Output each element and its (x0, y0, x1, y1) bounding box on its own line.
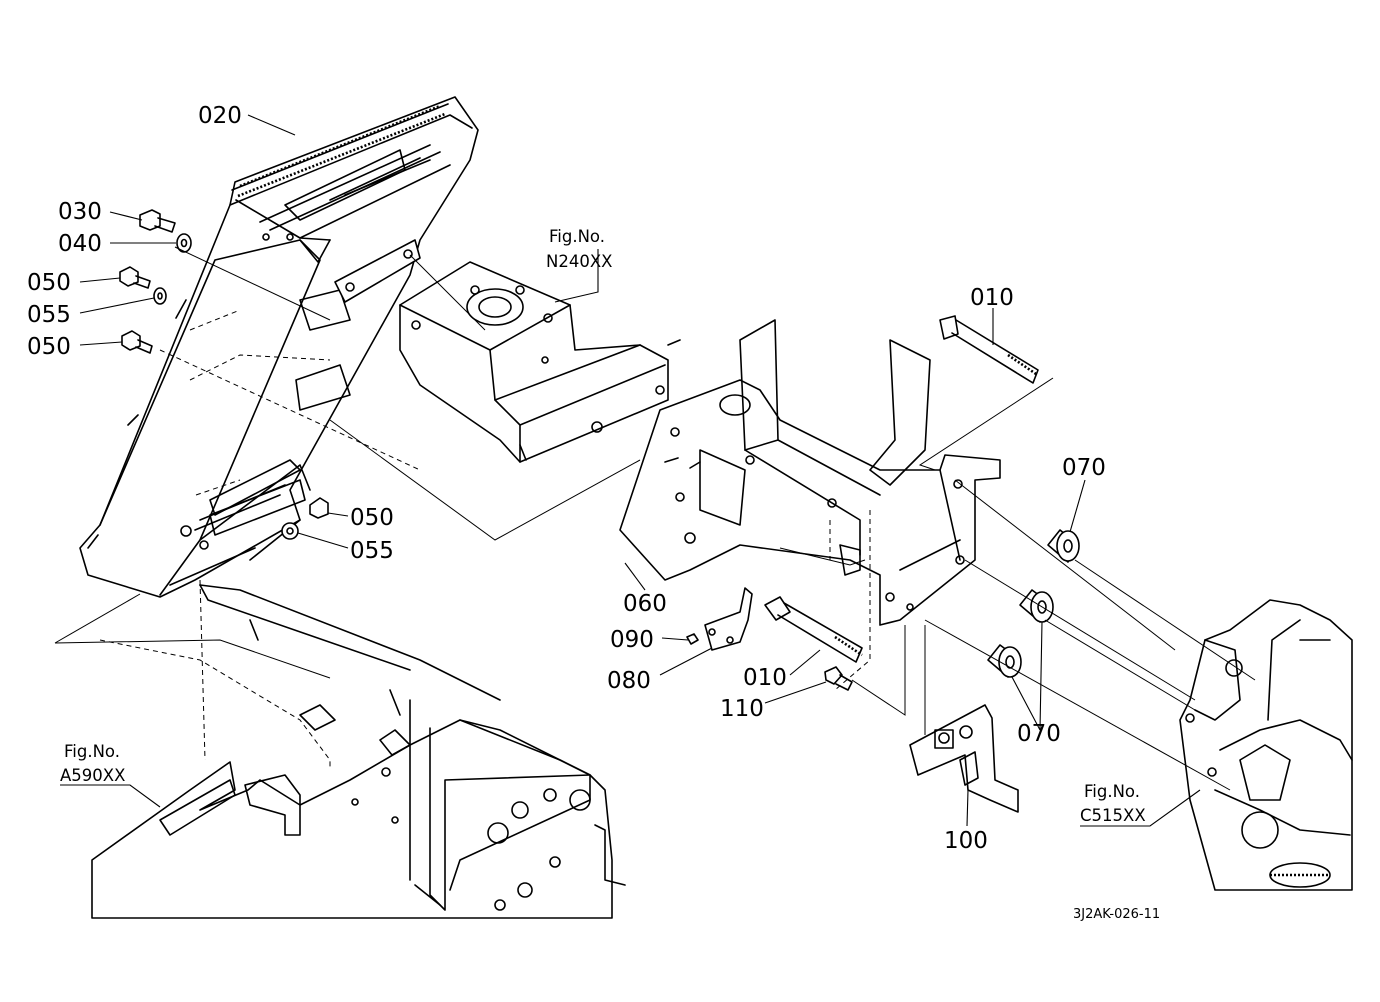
bracket-100 (909, 704, 1019, 813)
label-055-lower: 055 (350, 538, 394, 564)
label-010-upper: 010 (970, 285, 1014, 311)
assembly-lines (54, 246, 1256, 791)
housing-c515-reference (1179, 599, 1353, 891)
leader-lines (60, 114, 1201, 827)
washer-040 (176, 233, 192, 253)
nut-090 (686, 633, 699, 645)
figure-reference-c515: Fig.No. C515XX (1080, 782, 1146, 825)
bolt-050-middle (121, 330, 153, 354)
label-030: 030 (58, 199, 102, 225)
label-040: 040 (58, 231, 102, 257)
fig-c515-caption: Fig.No. (1084, 782, 1140, 801)
label-080: 080 (607, 668, 651, 694)
spacer-070-a (1047, 529, 1080, 563)
label-020: 020 (198, 103, 242, 129)
label-070-lower: 070 (1017, 721, 1061, 747)
label-100: 100 (944, 828, 988, 854)
frame-a590-reference (91, 584, 626, 919)
label-055-upper: 055 (27, 302, 71, 328)
bolt-030 (139, 209, 176, 233)
fig-n240-code: N240XX (546, 252, 612, 271)
spacer-070-b (1019, 589, 1054, 623)
bolt-110 (824, 666, 853, 691)
label-050-lower: 050 (350, 505, 394, 531)
figure-reference-a590: Fig.No. A590XX (60, 742, 125, 785)
washer-055-upper (153, 287, 167, 305)
label-110: 110 (720, 696, 764, 722)
washer-055-lower (281, 522, 299, 540)
fig-c515-code: C515XX (1080, 806, 1146, 825)
step-assembly-020 (79, 96, 479, 598)
fig-a590-code: A590XX (60, 766, 125, 785)
assembly-dashed-lines (99, 309, 871, 770)
label-010-lower: 010 (743, 665, 787, 691)
bolt-010-lower (764, 596, 863, 663)
figure-reference-n240: Fig.No. N240XX (546, 227, 612, 271)
fig-n240-caption: Fig.No. (549, 227, 605, 246)
label-060: 060 (623, 591, 667, 617)
label-050-upper: 050 (27, 270, 71, 296)
part-number-labels: 020 030 040 050 055 050 050 055 010 070 … (27, 103, 1106, 854)
drawing-code: 3J2AK-026-11 (1073, 907, 1160, 922)
fig-a590-caption: Fig.No. (64, 742, 120, 761)
label-050-middle: 050 (27, 334, 71, 360)
label-070-upper: 070 (1062, 455, 1106, 481)
bolt-050-lower (309, 497, 329, 519)
label-090: 090 (610, 627, 654, 653)
bolt-010-upper (939, 315, 1039, 384)
panel-n240-reference (399, 261, 681, 463)
spacer-070-c (987, 644, 1022, 678)
bracket-060 (619, 319, 1001, 626)
bracket-080 (704, 587, 753, 651)
bolt-050-upper (119, 266, 151, 289)
